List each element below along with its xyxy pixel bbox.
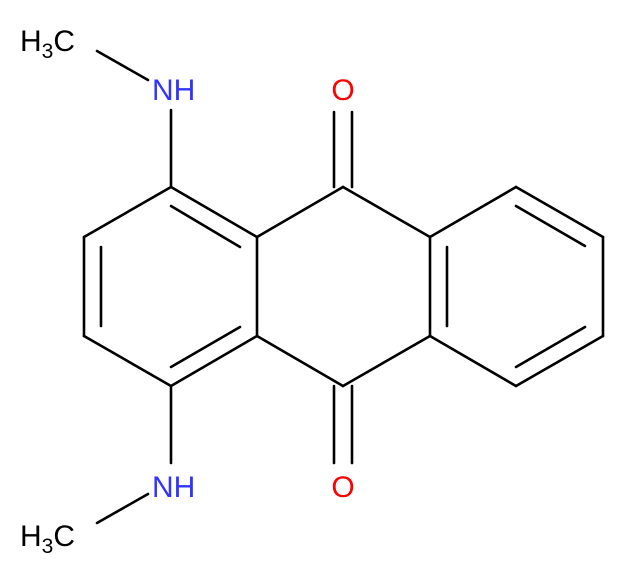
bond-right-ring-2 [514, 185, 605, 239]
methyl-top-label: H3C [20, 25, 75, 63]
bond-right-ring-2-inner [514, 204, 587, 248]
bond-center-4 [255, 334, 345, 388]
bond-center-2 [341, 185, 432, 239]
bond-left-ring-6-inner [169, 204, 242, 249]
atom-labels: H3C NH O O NH H3C [20, 25, 355, 558]
methyl-bottom-c: C [53, 520, 75, 553]
amine-bottom-label: NH [152, 471, 195, 504]
bond-right-ring-1 [428, 185, 518, 239]
methyl-top-h: H [20, 25, 42, 58]
bond-right-ring-4 [514, 334, 605, 388]
bond-n-bottom-methyl [95, 492, 150, 525]
bond-left-ring-4 [169, 334, 259, 388]
bond-center-1 [255, 185, 345, 239]
bond-left-ring-1 [82, 185, 173, 239]
bond-center-3 [341, 334, 432, 388]
methyl-bottom-subscript: 3 [42, 535, 54, 558]
amine-top-label: NH [152, 74, 195, 107]
bond-right-ring-5 [428, 334, 518, 388]
bond-left-ring-4-inner [169, 325, 242, 369]
methyl-top-c: C [53, 25, 75, 58]
bond-left-ring-6 [169, 185, 259, 239]
carbonyl-bottom-oxygen-label: O [331, 471, 354, 504]
bond-methyl-top-n [95, 49, 150, 82]
bonds [82, 49, 605, 525]
methyl-bottom-label: H3C [20, 520, 75, 558]
bond-right-ring-4-inner [514, 325, 587, 369]
methyl-bottom-h: H [20, 520, 42, 553]
carbonyl-top-oxygen-label: O [331, 74, 354, 107]
bond-left-ring-3 [82, 334, 173, 388]
methyl-top-subscript: 3 [42, 40, 54, 63]
